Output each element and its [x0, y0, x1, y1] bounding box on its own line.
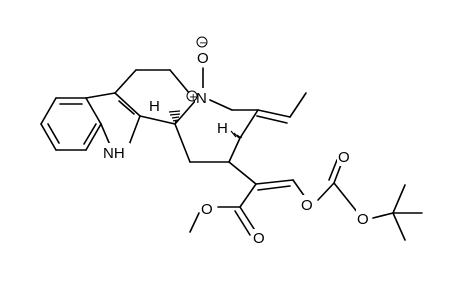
atom-o-minus: O − [196, 36, 210, 67]
n-plus-label: N [196, 90, 207, 107]
nh-label: NH [103, 145, 125, 162]
boc-carbonate-group [317, 159, 423, 241]
benzene-ring [40, 97, 102, 151]
o-charge-label: − [199, 38, 207, 49]
o-carbonate-single-label: O [357, 211, 369, 228]
o-carbonate-double-label: O [338, 149, 350, 166]
negative-charge-circle [196, 36, 208, 48]
atom-h-right: H [217, 120, 228, 137]
o-minus-label: O [197, 50, 209, 67]
atom-o-carbonate-double: O [337, 148, 353, 166]
o-ester-single-label: O [201, 201, 213, 218]
atom-o-carbonate-single: O [356, 209, 372, 228]
h-left-label: H [149, 98, 160, 115]
stereo-hash-left [168, 110, 181, 125]
acrylate-side-chain [189, 161, 306, 236]
atom-nh: NH [100, 143, 130, 162]
atom-h-left: H [149, 98, 160, 115]
n-charge-label: + [189, 92, 197, 103]
atom-n-plus: N + [186, 88, 209, 107]
o-enol-label: O [301, 197, 313, 214]
h-right-label: H [217, 120, 228, 137]
atom-o-ester-double: O [252, 229, 268, 247]
atom-o-ester-single: O [200, 199, 216, 218]
o-ester-double-label: O [253, 230, 265, 247]
d-ring [174, 99, 259, 163]
positive-charge-circle [186, 90, 198, 102]
atom-o-enol: O [300, 195, 316, 214]
stereo-hash-right [230, 130, 243, 139]
ethylidene-group [256, 92, 307, 124]
c-ring [114, 69, 197, 125]
